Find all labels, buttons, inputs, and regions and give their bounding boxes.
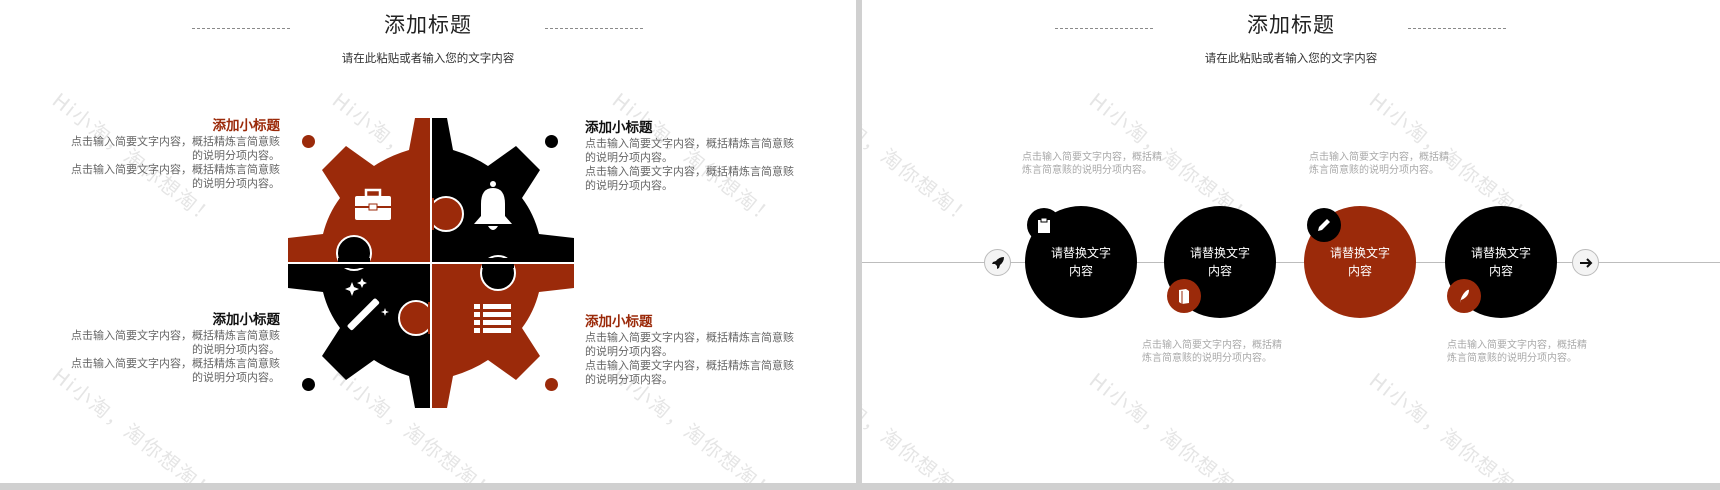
item-heading: 添加小标题	[212, 312, 281, 328]
item-text: 点击输入简要文字内容，概括精炼言简意赅的说明分项内容。	[71, 163, 280, 190]
puzzle-piece-bottom-left	[288, 263, 431, 408]
page-title[interactable]: 添加标题	[384, 13, 472, 37]
rocket-icon	[991, 256, 1004, 269]
briefcase-icon	[355, 188, 391, 220]
step-label: 请替换文字内容	[1330, 246, 1391, 278]
slide-left[interactable]: Hi小淘，淘你想淘！ Hi小淘，淘你想淘！ Hi小淘，淘你想淘！ Hi小淘，淘你…	[0, 0, 856, 483]
item-text: 点击输入简要文字内容，概括精炼言简意赅的说明分项内容。	[585, 359, 794, 386]
timeline-start[interactable]	[984, 249, 1011, 276]
title-divider-left	[1055, 28, 1153, 29]
step-badge	[1307, 208, 1341, 242]
list-icon	[474, 304, 511, 333]
clipboard-icon	[1038, 217, 1050, 233]
watermark: Hi小淘，淘你想淘！	[1084, 368, 1258, 483]
item-text: 点击输入简要文字内容，概括精炼言简意赅的说明分项内容。	[71, 357, 280, 384]
timeline-end[interactable]	[1572, 249, 1599, 276]
puzzle-piece-top-right	[431, 118, 574, 263]
timeline-line	[862, 262, 1720, 263]
watermark: Hi小淘，淘你想淘！	[862, 88, 978, 231]
item-bottom-right[interactable]: 添加小标题 点击输入简要文字内容，概括精炼言简意赅的说明分项内容。 点击输入简要…	[585, 313, 795, 387]
item-heading: 添加小标题	[585, 314, 653, 330]
slide-right[interactable]: Hi小淘，淘你想淘！ Hi小淘，淘你想淘！ Hi小淘，淘你想淘！ Hi小淘，淘你…	[862, 0, 1720, 483]
title-divider-left	[192, 28, 290, 29]
feather-icon	[1460, 289, 1469, 303]
item-text: 点击输入简要文字内容，概括精炼言简意赅的说明分项内容。	[585, 137, 794, 164]
step-note: 点击输入简要文字内容，概括精炼言简意赅的说明分项内容。	[1022, 152, 1162, 176]
item-top-left[interactable]: 添加小标题 点击输入简要文字内容，概括精炼言简意赅的说明分项内容。 点击输入简要…	[70, 117, 280, 191]
step-badge	[1167, 279, 1201, 313]
item-heading: 添加小标题	[585, 120, 653, 136]
title-divider-right	[1408, 28, 1506, 29]
item-text: 点击输入简要文字内容，概括精炼言简意赅的说明分项内容。	[585, 331, 794, 358]
item-text: 点击输入简要文字内容，概括精炼言简意赅的说明分项内容。	[71, 329, 280, 356]
bullet-dot	[545, 378, 558, 391]
step-note: 点击输入简要文字内容，概括精炼言简意赅的说明分项内容。	[1309, 152, 1449, 176]
step-label: 请替换文字内容	[1471, 246, 1532, 278]
page-subtitle[interactable]: 请在此粘贴或者输入您的文字内容	[1204, 51, 1378, 65]
step-note: 点击输入简要文字内容，概括精炼言简意赅的说明分项内容。	[1447, 340, 1587, 364]
item-text: 点击输入简要文字内容，概括精炼言简意赅的说明分项内容。	[71, 135, 280, 162]
step-note: 点击输入简要文字内容，概括精炼言简意赅的说明分项内容。	[1142, 340, 1282, 364]
item-text: 点击输入简要文字内容，概括精炼言简意赅的说明分项内容。	[585, 165, 794, 192]
magic-wand-icon	[345, 278, 389, 331]
watermark: Hi小淘，淘你想淘！	[862, 368, 978, 483]
item-top-right[interactable]: 添加小标题 点击输入简要文字内容，概括精炼言简意赅的说明分项内容。 点击输入简要…	[585, 119, 795, 193]
page-title[interactable]: 添加标题	[1247, 13, 1335, 37]
arrow-right-icon	[1579, 257, 1592, 268]
bullet-dot	[302, 378, 315, 391]
step-label: 请替换文字内容	[1051, 246, 1112, 278]
bullet-dot	[545, 135, 558, 148]
step-label: 请替换文字内容	[1190, 246, 1251, 278]
gear-puzzle-graphic	[288, 118, 574, 408]
step-badge	[1447, 279, 1481, 313]
item-bottom-left[interactable]: 添加小标题 点击输入简要文字内容，概括精炼言简意赅的说明分项内容。 点击输入简要…	[70, 311, 280, 385]
step-badge	[1027, 208, 1061, 242]
watermark: Hi小淘，淘你想淘！	[1364, 368, 1538, 483]
book-icon	[1179, 289, 1189, 304]
item-heading: 添加小标题	[212, 118, 281, 134]
title-divider-right	[545, 28, 643, 29]
bullet-dot	[302, 135, 315, 148]
bell-icon	[474, 181, 512, 230]
page-subtitle[interactable]: 请在此粘贴或者输入您的文字内容	[341, 51, 515, 65]
pencil-icon	[1318, 219, 1330, 231]
